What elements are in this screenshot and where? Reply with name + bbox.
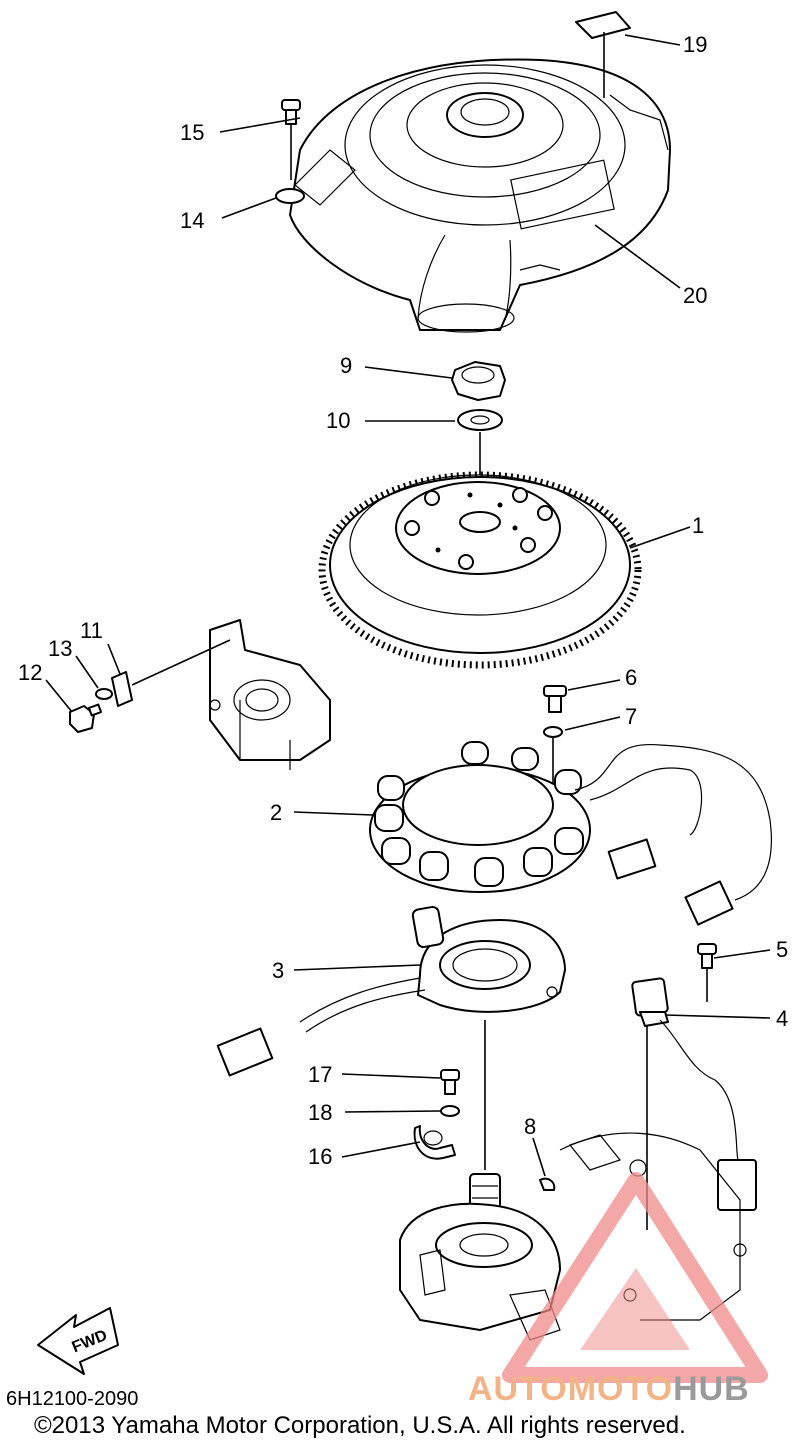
stator-assembly — [369, 741, 772, 926]
callout-7: 7 — [625, 704, 637, 729]
callout-numbers: 19 15 14 20 9 10 1 11 13 12 6 7 2 5 3 4 … — [18, 32, 788, 1169]
stator-bolt — [543, 685, 567, 713]
label-sticker — [575, 11, 631, 98]
cover-grommet — [275, 188, 305, 204]
watermark-triangle — [502, 1172, 768, 1383]
wire-clamp — [413, 1125, 456, 1160]
callout-11: 11 — [80, 618, 103, 643]
clamp-washer — [440, 1105, 460, 1117]
callout-9: 9 — [340, 353, 352, 378]
cover-bolt — [281, 99, 301, 180]
figure-id: 6H12100-2090 — [6, 1388, 139, 1410]
watermark-logo: AUTOMOTOHUB — [468, 1370, 750, 1409]
callout-20: 20 — [683, 283, 707, 308]
callout-17: 17 — [308, 1062, 332, 1087]
woodruff-key — [539, 1177, 556, 1191]
callout-3: 3 — [272, 958, 284, 983]
callout-13: 13 — [48, 636, 72, 661]
callout-19: 19 — [683, 32, 707, 57]
pulser-coil-base — [216, 905, 566, 1170]
callout-1: 1 — [692, 513, 704, 538]
callout-16: 16 — [308, 1144, 332, 1169]
callout-8: 8 — [524, 1114, 536, 1139]
sensor-bolt — [697, 943, 717, 1002]
callout-2: 2 — [270, 800, 282, 825]
callout-18: 18 — [308, 1100, 332, 1125]
flywheel-magneto — [318, 471, 642, 669]
power-head-base — [399, 1132, 747, 1341]
callout-12: 12 — [18, 660, 42, 685]
callout-6: 6 — [625, 665, 637, 690]
callout-4: 4 — [776, 1006, 788, 1031]
terminal-bolt — [69, 703, 103, 733]
flywheel-cover — [289, 58, 671, 333]
fwd-arrow: FWD — [37, 1307, 119, 1375]
ground-lead-terminal — [111, 639, 231, 707]
callout-10: 10 — [326, 408, 350, 433]
callout-5: 5 — [776, 937, 788, 962]
leader-lines — [45, 34, 771, 1177]
watermark-part1: AUTOMOTO — [468, 1370, 674, 1408]
mount-bracket — [209, 619, 331, 770]
callout-15: 15 — [180, 120, 204, 145]
watermark-part2: HUB — [673, 1370, 750, 1408]
terminal-washer — [95, 688, 113, 700]
clamp-bolt — [440, 1069, 460, 1095]
flywheel-nut — [451, 361, 506, 401]
callout-14: 14 — [180, 208, 204, 233]
copyright-notice: ©2013 Yamaha Motor Corporation, U.S.A. A… — [34, 1412, 686, 1439]
